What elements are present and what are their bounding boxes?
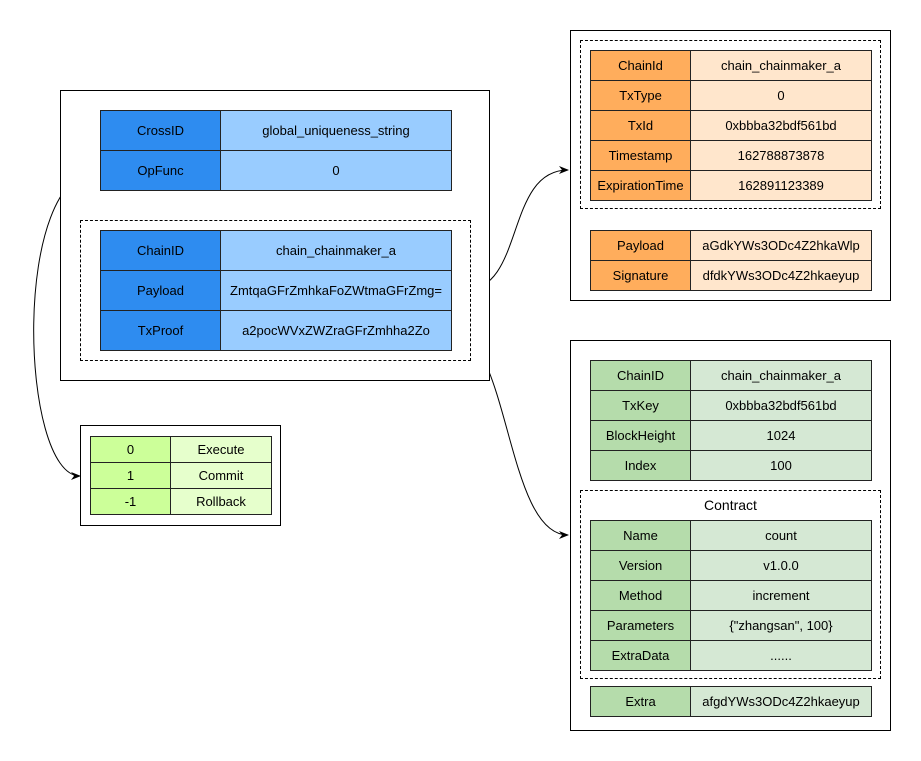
- opfunc-value: 0: [220, 150, 452, 191]
- table-row: Parameters {"zhangsan", 100}: [590, 610, 872, 641]
- table-row: TxId 0xbbba32bdf561bd: [590, 110, 872, 141]
- table-row: Payload aGdkYWs3ODc4Z2hkaWlp: [590, 230, 872, 261]
- chainid-value: chain_chainmaker_a: [220, 230, 452, 271]
- legend-code: 1: [90, 462, 171, 489]
- field-key: Timestamp: [590, 140, 691, 171]
- payload-header-table: ChainId chain_chainmaker_a TxType 0 TxId…: [590, 50, 872, 201]
- field-value: chain_chainmaker_a: [690, 50, 872, 81]
- field-key: ExtraData: [590, 640, 691, 671]
- contract-group-dashed: [580, 490, 881, 679]
- field-value: chain_chainmaker_a: [690, 360, 872, 391]
- table-row: OpFunc 0: [100, 150, 452, 191]
- legend-name: Commit: [170, 462, 272, 489]
- field-key: Parameters: [590, 610, 691, 641]
- field-value: 0xbbba32bdf561bd: [690, 110, 872, 141]
- proof-header-table: ChainID chain_chainmaker_a TxKey 0xbbba3…: [590, 360, 872, 481]
- contract-title: Contract: [704, 497, 757, 513]
- field-value: dfdkYWs3ODc4Z2hkaeyup: [690, 260, 872, 291]
- payload-extra-table: Payload aGdkYWs3ODc4Z2hkaWlp Signature d…: [590, 230, 872, 291]
- field-value: aGdkYWs3ODc4Z2hkaWlp: [690, 230, 872, 261]
- table-row: ExtraData ......: [590, 640, 872, 671]
- table-row: Method increment: [590, 580, 872, 611]
- legend-name: Rollback: [170, 488, 272, 515]
- crossid-key: CrossID: [100, 110, 221, 151]
- field-key: TxId: [590, 110, 691, 141]
- cross-message-table: CrossID global_uniqueness_string OpFunc …: [100, 110, 452, 191]
- table-row: 1 Commit: [90, 462, 272, 489]
- field-value: 100: [690, 450, 872, 481]
- field-key: Index: [590, 450, 691, 481]
- table-row: CrossID global_uniqueness_string: [100, 110, 452, 151]
- field-key: TxKey: [590, 390, 691, 421]
- field-value: ......: [690, 640, 872, 671]
- field-key: Signature: [590, 260, 691, 291]
- payload-value: ZmtqaGFrZmhkaFoZWtmaGFrZmg=: [220, 270, 452, 311]
- table-row: Index 100: [590, 450, 872, 481]
- table-row: Version v1.0.0: [590, 550, 872, 581]
- payload-key: Payload: [100, 270, 221, 311]
- field-value: {"zhangsan", 100}: [690, 610, 872, 641]
- field-key: ChainID: [590, 360, 691, 391]
- field-value: 1024: [690, 420, 872, 451]
- crossid-value: global_uniqueness_string: [220, 110, 452, 151]
- table-row: BlockHeight 1024: [590, 420, 872, 451]
- legend-code: -1: [90, 488, 171, 515]
- field-value: 162788873878: [690, 140, 872, 171]
- chainid-key: ChainID: [100, 230, 221, 271]
- table-row: ChainId chain_chainmaker_a: [590, 50, 872, 81]
- payload-header-dashed: [580, 40, 881, 209]
- field-key: ChainId: [590, 50, 691, 81]
- legend-name: Execute: [170, 436, 272, 463]
- field-key: Payload: [590, 230, 691, 261]
- field-value: v1.0.0: [690, 550, 872, 581]
- legend-code: 0: [90, 436, 171, 463]
- field-key: Version: [590, 550, 691, 581]
- txproof-key: TxProof: [100, 310, 221, 351]
- field-value: count: [690, 520, 872, 551]
- proof-extra-table: Extra afgdYWs3ODc4Z2hkaeyup: [590, 686, 872, 717]
- field-value: 162891123389: [690, 170, 872, 201]
- table-row: Timestamp 162788873878: [590, 140, 872, 171]
- field-key: TxType: [590, 80, 691, 111]
- field-value: afgdYWs3ODc4Z2hkaeyup: [690, 686, 872, 717]
- opfunc-key: OpFunc: [100, 150, 221, 191]
- field-key: Method: [590, 580, 691, 611]
- table-row: Extra afgdYWs3ODc4Z2hkaeyup: [590, 686, 872, 717]
- table-row: ChainID chain_chainmaker_a: [590, 360, 872, 391]
- opfunc-legend-table: 0 Execute 1 Commit -1 Rollback: [90, 436, 272, 515]
- table-row: 0 Execute: [90, 436, 272, 463]
- field-key: BlockHeight: [590, 420, 691, 451]
- table-row: Payload ZmtqaGFrZmhkaFoZWtmaGFrZmg=: [100, 270, 452, 311]
- tx-group-dashed: [80, 220, 471, 361]
- tx-table: ChainID chain_chainmaker_a Payload Zmtqa…: [100, 230, 452, 351]
- table-row: Name count: [590, 520, 872, 551]
- field-key: Name: [590, 520, 691, 551]
- table-row: -1 Rollback: [90, 488, 272, 515]
- table-row: ExpirationTime 162891123389: [590, 170, 872, 201]
- contract-table: Name count Version v1.0.0 Method increme…: [590, 520, 872, 671]
- table-row: ChainID chain_chainmaker_a: [100, 230, 452, 271]
- field-value: increment: [690, 580, 872, 611]
- field-value: 0: [690, 80, 872, 111]
- field-key: Extra: [590, 686, 691, 717]
- table-row: TxType 0: [590, 80, 872, 111]
- table-row: TxProof a2pocWVxZWZraGFrZmhha2Zo: [100, 310, 452, 351]
- table-row: TxKey 0xbbba32bdf561bd: [590, 390, 872, 421]
- field-value: 0xbbba32bdf561bd: [690, 390, 872, 421]
- txproof-value: a2pocWVxZWZraGFrZmhha2Zo: [220, 310, 452, 351]
- table-row: Signature dfdkYWs3ODc4Z2hkaeyup: [590, 260, 872, 291]
- field-key: ExpirationTime: [590, 170, 691, 201]
